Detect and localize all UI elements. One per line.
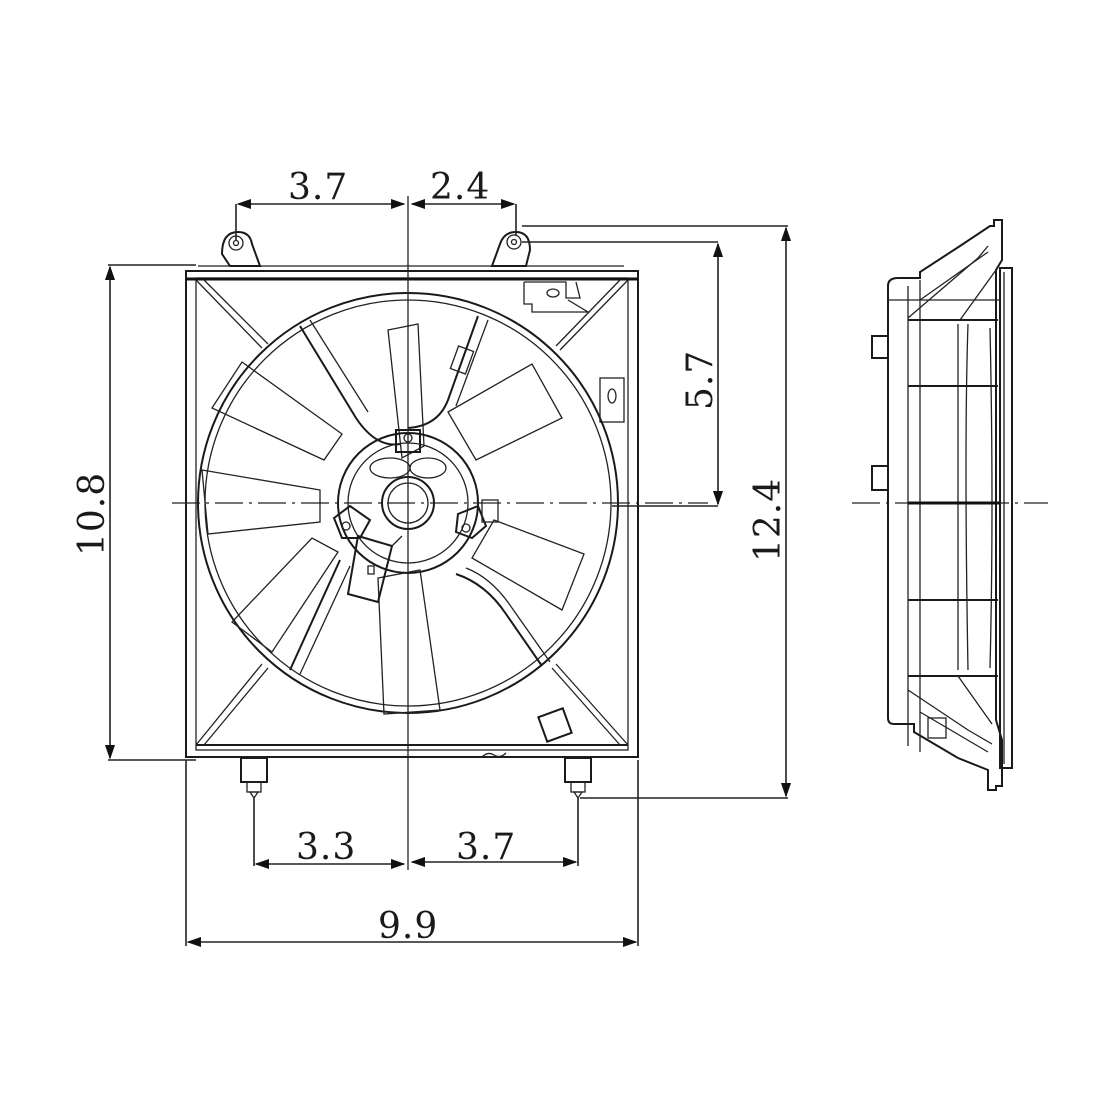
dim-top-right: 2.4 (430, 167, 490, 208)
wire-clip-right (599, 377, 625, 423)
shroud-frame-inner (195, 277, 629, 751)
top-right-mount-tab (490, 230, 532, 267)
dimension-labels: 3.7 2.4 5.7 12.4 10.8 3.3 3.7 9.9 (72, 167, 789, 947)
top-left-mount-tab (220, 230, 262, 267)
dim-bottom-right: 3.7 (456, 827, 516, 868)
side-view (852, 219, 1048, 791)
motor-hub (332, 429, 499, 574)
bottom-left-mount-pin (240, 757, 268, 800)
front-view (172, 196, 708, 870)
dim-overall-width: 9.9 (378, 906, 438, 947)
dimension-lines (104, 198, 792, 948)
dim-overall-height: 12.4 (748, 478, 789, 562)
label-plate (537, 707, 573, 743)
connector-bracket-top (523, 281, 591, 313)
fan-blades (201, 323, 585, 715)
dim-mount-center-height: 5.7 (680, 350, 721, 410)
dim-top-left: 3.7 (288, 167, 348, 208)
bottom-right-mount-pin (564, 757, 592, 800)
dim-bottom-left: 3.3 (296, 827, 356, 868)
motor-connector (346, 534, 403, 604)
dim-shroud-height: 10.8 (72, 472, 113, 556)
